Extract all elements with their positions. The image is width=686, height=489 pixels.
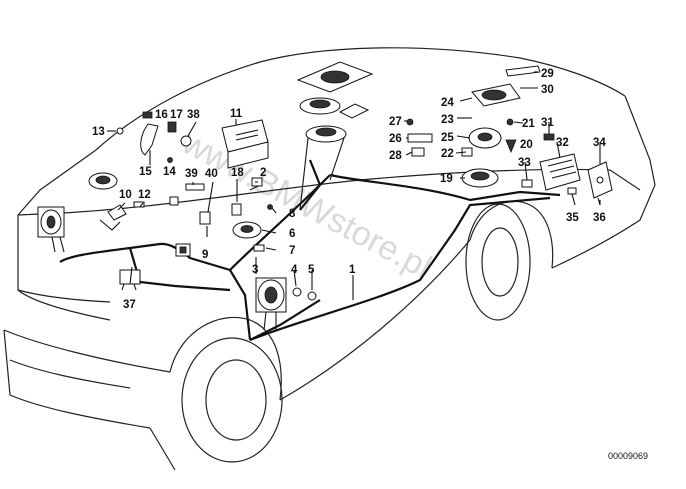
callout-13: 13: [92, 126, 105, 138]
callout-34: 34: [593, 137, 606, 149]
tweeter-assembly: [116, 111, 192, 163]
callout-5: 5: [308, 264, 315, 276]
callout-37: 37: [123, 299, 136, 311]
callout-29: 29: [541, 68, 554, 80]
callout-7: 7: [289, 245, 295, 257]
callout-19: 19: [440, 173, 453, 185]
callout-2: 2: [260, 167, 266, 179]
callout-40: 40: [205, 168, 218, 180]
radio-unit-11: [221, 119, 269, 169]
front-speaker-3: [255, 277, 317, 331]
cable-harness: [59, 159, 561, 342]
callout-15: 15: [139, 166, 152, 178]
callout-30: 30: [541, 84, 554, 96]
front-door-speaker: [37, 172, 118, 253]
side-speaker-6: [232, 204, 273, 252]
callout-36: 36: [593, 212, 606, 224]
callout-1: 1: [349, 264, 356, 276]
speaker-bracket: [299, 125, 347, 211]
callout-20: 20: [520, 139, 533, 151]
callout-4: 4: [291, 264, 298, 276]
callout-10: 10: [119, 189, 132, 201]
callout-8: 8: [289, 208, 296, 220]
module-37: [119, 269, 141, 291]
callout-labels: 1 2 3 4 5 6 7 8 9 10 11 12 13 14 15 16 1…: [92, 68, 606, 311]
callout-25: 25: [441, 132, 454, 144]
callout-16: 16: [155, 109, 168, 121]
callout-32: 32: [556, 137, 569, 149]
diagram-reference-number: 00009069: [608, 451, 648, 461]
callout-9: 9: [202, 249, 208, 261]
car-body-outline: [3, 47, 656, 471]
amplifier-32: [521, 153, 581, 191]
callout-35: 35: [566, 212, 579, 224]
callout-33: 33: [518, 157, 531, 169]
callout-24: 24: [441, 97, 454, 109]
callout-39: 39: [185, 168, 198, 180]
callout-17: 17: [170, 109, 183, 121]
callout-26: 26: [389, 133, 402, 145]
callout-18: 18: [231, 167, 244, 179]
callout-31: 31: [541, 117, 554, 129]
callout-28: 28: [389, 150, 402, 162]
callout-6: 6: [289, 228, 295, 240]
leader-lines: [107, 71, 601, 300]
callout-14: 14: [163, 166, 176, 178]
bracket-10-12: [99, 201, 145, 231]
rear-speaker-top: [296, 61, 374, 93]
callout-21: 21: [522, 118, 535, 130]
switch-18: [231, 203, 242, 216]
callout-3: 3: [252, 264, 258, 276]
callout-38: 38: [187, 109, 200, 121]
callout-23: 23: [441, 114, 454, 126]
rear-speaker-mid: [299, 97, 370, 119]
callout-22: 22: [441, 148, 454, 160]
callout-27: 27: [389, 116, 402, 128]
callout-12: 12: [138, 189, 151, 201]
connectors-39-40: [169, 183, 211, 257]
callout-11: 11: [230, 108, 243, 120]
